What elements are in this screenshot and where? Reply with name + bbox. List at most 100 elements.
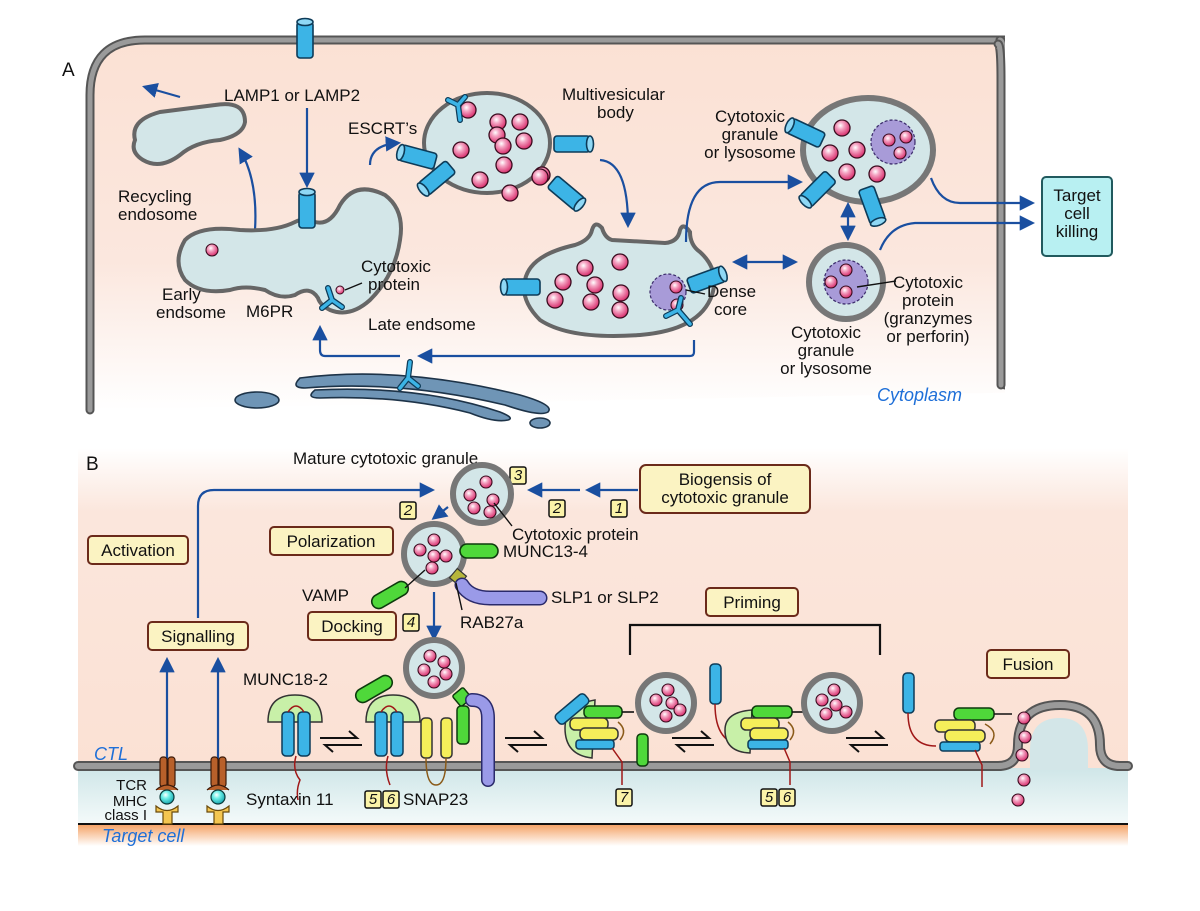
docked-granule bbox=[403, 637, 465, 699]
arrow-recycle-out bbox=[142, 82, 181, 99]
step-box-6b: 6 bbox=[778, 788, 796, 807]
granule-top-contents bbox=[821, 119, 916, 183]
svg-text:cytotoxic granule: cytotoxic granule bbox=[661, 488, 789, 507]
lamp-icon-membrane bbox=[296, 17, 314, 59]
arrow-golgi-to-early bbox=[312, 324, 400, 358]
cyto-protein-label-1: Cytotoxic bbox=[361, 257, 431, 276]
granzyme-label-4: or perforin) bbox=[886, 327, 969, 346]
panel-a: A LAMP1 or LAMP2 Recycling endosome Cyto… bbox=[62, 0, 1200, 429]
target-cell-region bbox=[78, 824, 1128, 846]
m6pr-golgi-icon bbox=[397, 359, 421, 391]
arrow-late-to-granule bbox=[684, 174, 804, 243]
cyto-protein-b-label: Cytotoxic protein bbox=[512, 525, 639, 544]
svg-text:2: 2 bbox=[403, 502, 413, 519]
stage-biogenesis: Biogensis of cytotoxic granule bbox=[639, 464, 811, 514]
svg-text:Signalling: Signalling bbox=[161, 627, 235, 646]
stage-docking: Docking bbox=[307, 611, 397, 641]
recycling-label-2: endosome bbox=[118, 205, 197, 224]
svg-text:3: 3 bbox=[514, 467, 523, 484]
fusion-complex bbox=[902, 672, 1012, 787]
cytoplasm-label: Cytoplasm bbox=[877, 385, 962, 405]
svg-text:6: 6 bbox=[783, 789, 792, 806]
step-box-5a: 5 bbox=[364, 790, 382, 809]
granule-bot-label-2: granule bbox=[798, 341, 855, 360]
cyto-protein-label-2: protein bbox=[368, 275, 420, 294]
arrow-mvb-to-late bbox=[599, 158, 636, 229]
svg-text:Activation: Activation bbox=[101, 541, 175, 560]
stage-activation: Activation bbox=[87, 535, 189, 565]
munc13-icon bbox=[459, 543, 499, 559]
mhc-label-2: class I bbox=[104, 807, 147, 824]
lamp-icon-late-1 bbox=[499, 278, 541, 296]
arrow-killing-1 bbox=[929, 177, 1036, 211]
dense-label-1: Dense bbox=[707, 282, 756, 301]
stage-signalling: Signalling bbox=[147, 621, 249, 651]
granzyme-label-2: protein bbox=[902, 291, 954, 310]
mvb-label-2: body bbox=[597, 103, 634, 122]
slp-docked bbox=[466, 694, 494, 786]
panel-a-letter: A bbox=[62, 60, 75, 81]
svg-text:5: 5 bbox=[765, 789, 774, 806]
granule-top-label-3: or lysosome bbox=[704, 143, 796, 162]
arrow-signalling-to-granule bbox=[196, 482, 436, 618]
svg-text:Priming: Priming bbox=[723, 593, 781, 612]
granule-top-label-1: Cytotoxic bbox=[715, 107, 785, 126]
priming-bracket bbox=[628, 623, 882, 655]
svg-text:Polarization: Polarization bbox=[287, 532, 376, 551]
mhc-label-1: MHC bbox=[113, 793, 147, 810]
lamp-icon-early bbox=[298, 187, 316, 229]
stage-fusion: Fusion bbox=[986, 649, 1070, 679]
svg-text:Docking: Docking bbox=[321, 617, 382, 636]
arrow-late-to-golgi bbox=[416, 340, 696, 364]
dense-core-late bbox=[649, 273, 687, 312]
munc18-syntaxin-closed bbox=[267, 694, 323, 801]
mvb-label-1: Multivesicular bbox=[562, 85, 665, 104]
granule-top-label-2: granule bbox=[722, 125, 779, 144]
escrt-label: ESCRT’s bbox=[348, 119, 417, 138]
svg-text:1: 1 bbox=[615, 500, 623, 517]
step-box-2b: 2 bbox=[548, 499, 566, 518]
granule-bottom-core bbox=[823, 259, 869, 305]
target-label-2: cell bbox=[1064, 204, 1090, 223]
early-label-1: Early bbox=[162, 285, 201, 304]
step-box-1: 1 bbox=[610, 499, 628, 518]
munc13-label: MUNC13-4 bbox=[503, 542, 588, 561]
svg-text:5: 5 bbox=[369, 791, 378, 808]
lamp-icon-mvb-3 bbox=[553, 135, 595, 153]
m6pr-late-icon bbox=[663, 295, 693, 327]
ctl-label: CTL bbox=[94, 744, 128, 764]
equilibrium-arrow-2 bbox=[505, 730, 547, 753]
munc13-docked bbox=[456, 705, 470, 745]
slp-icon bbox=[456, 579, 546, 604]
syntaxin-label: Syntaxin 11 bbox=[246, 790, 334, 809]
dense-label-2: core bbox=[714, 300, 747, 319]
granule-bot-label-1: Cytotoxic bbox=[791, 323, 861, 342]
panel-b-letter: B bbox=[86, 454, 99, 475]
arrow-killing-2 bbox=[878, 215, 1036, 251]
step-box-3: 3 bbox=[509, 466, 527, 485]
equilibrium-arrow-1 bbox=[320, 730, 362, 753]
panel-b: B Mature cytotoxic granule 3 2 2 1 4 5 6… bbox=[73, 448, 1133, 846]
svg-text:Fusion: Fusion bbox=[1002, 655, 1053, 674]
rab27-label: RAB27a bbox=[460, 613, 524, 632]
m6pr-label: M6PR bbox=[246, 302, 293, 321]
equilibrium-arrow-4 bbox=[846, 730, 888, 753]
m6pr-receptor-icon bbox=[319, 285, 345, 311]
step-box-6a: 6 bbox=[382, 790, 400, 809]
munc18-label: MUNC18-2 bbox=[243, 670, 328, 689]
target-label-3: killing bbox=[1056, 222, 1099, 241]
tcr-label: TCR bbox=[116, 777, 147, 794]
snap23-icon bbox=[420, 717, 453, 786]
stage-polarization: Polarization bbox=[269, 526, 394, 556]
vamp-label: VAMP bbox=[302, 586, 349, 605]
granule-bot-label-3: or lysosome bbox=[780, 359, 872, 378]
arrow-to-recycling bbox=[238, 147, 257, 231]
target-killing-box bbox=[1041, 176, 1113, 257]
priming-complex-2 bbox=[709, 663, 806, 785]
step-box-5b: 5 bbox=[760, 788, 778, 807]
step-box-2a: 2 bbox=[399, 501, 417, 520]
granzyme-label-3: (granzymes bbox=[884, 309, 973, 328]
target-cell-label: Target cell bbox=[102, 826, 185, 846]
late-label: Late endsome bbox=[368, 315, 476, 334]
